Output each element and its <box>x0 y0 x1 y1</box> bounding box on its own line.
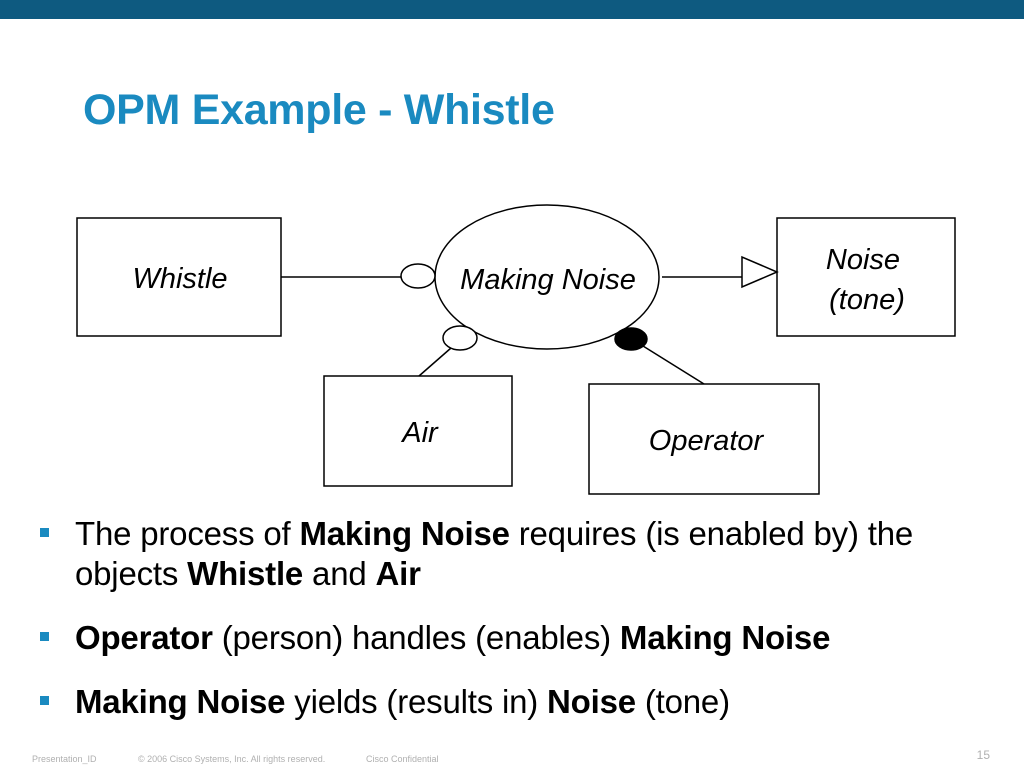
page-number: 15 <box>976 748 990 762</box>
bullet-text: and <box>303 555 376 592</box>
bullet-item: The process of Making Noise requires (is… <box>40 514 1010 594</box>
bullet-bold-text: Making Noise <box>299 515 510 552</box>
bullet-text: The process of <box>75 515 300 552</box>
bullet-text: (person) handles (enables) <box>212 619 620 656</box>
bullet-text: (tone) <box>635 683 730 720</box>
object-noise: Noise (tone) <box>776 217 956 337</box>
object-whistle: Whistle <box>76 217 282 337</box>
instrument-link-air-circle <box>442 325 478 351</box>
footer-copyright: © 2006 Cisco Systems, Inc. All rights re… <box>138 754 326 764</box>
object-air: Air <box>323 375 513 487</box>
bullet-bold-text: Operator <box>75 619 213 656</box>
instrument-link-whistle-circle <box>400 263 436 289</box>
bullet-square-icon <box>40 528 49 537</box>
object-noise-label-line1: Noise <box>826 244 900 276</box>
link-operator-to-process <box>642 345 705 385</box>
bullet-bold-text: Making Noise <box>619 619 831 656</box>
bullet-item: Making Noise yields (results in) Noise (… <box>40 682 1010 722</box>
bullet-square-icon <box>40 696 49 705</box>
object-operator: Operator <box>588 383 820 495</box>
bullet-text: yields (results in) <box>285 683 548 720</box>
object-whistle-label: Whistle <box>132 263 227 295</box>
footer-confidential: Cisco Confidential <box>366 754 439 764</box>
result-link-arrowhead <box>741 255 779 289</box>
link-air-to-process <box>418 347 452 377</box>
agent-link-operator-circle <box>614 327 648 351</box>
bullet-bold-text: Making Noise <box>75 683 286 720</box>
top-banner <box>0 0 1024 19</box>
object-air-label: Air <box>400 417 439 449</box>
slide-title: OPM Example - Whistle <box>83 86 555 134</box>
bullet-bold-text: Air <box>375 555 421 592</box>
process-making-noise-label: Making Noise <box>460 264 636 296</box>
bullet-text: requires (is enabled by) the objects <box>75 515 914 592</box>
bullet-bold-text: Whistle <box>187 555 304 592</box>
object-noise-label-line2: (tone) <box>829 284 905 316</box>
footer-presentation-id: Presentation_ID <box>32 754 97 764</box>
bullet-list: The process of Making Noise requires (is… <box>40 514 1010 722</box>
object-operator-label: Operator <box>649 425 765 457</box>
process-making-noise: Making Noise <box>434 204 660 350</box>
bullet-bold-text: Noise <box>547 683 636 720</box>
bullet-square-icon <box>40 632 49 641</box>
bullet-item: Operator (person) handles (enables) Maki… <box>40 618 1010 658</box>
